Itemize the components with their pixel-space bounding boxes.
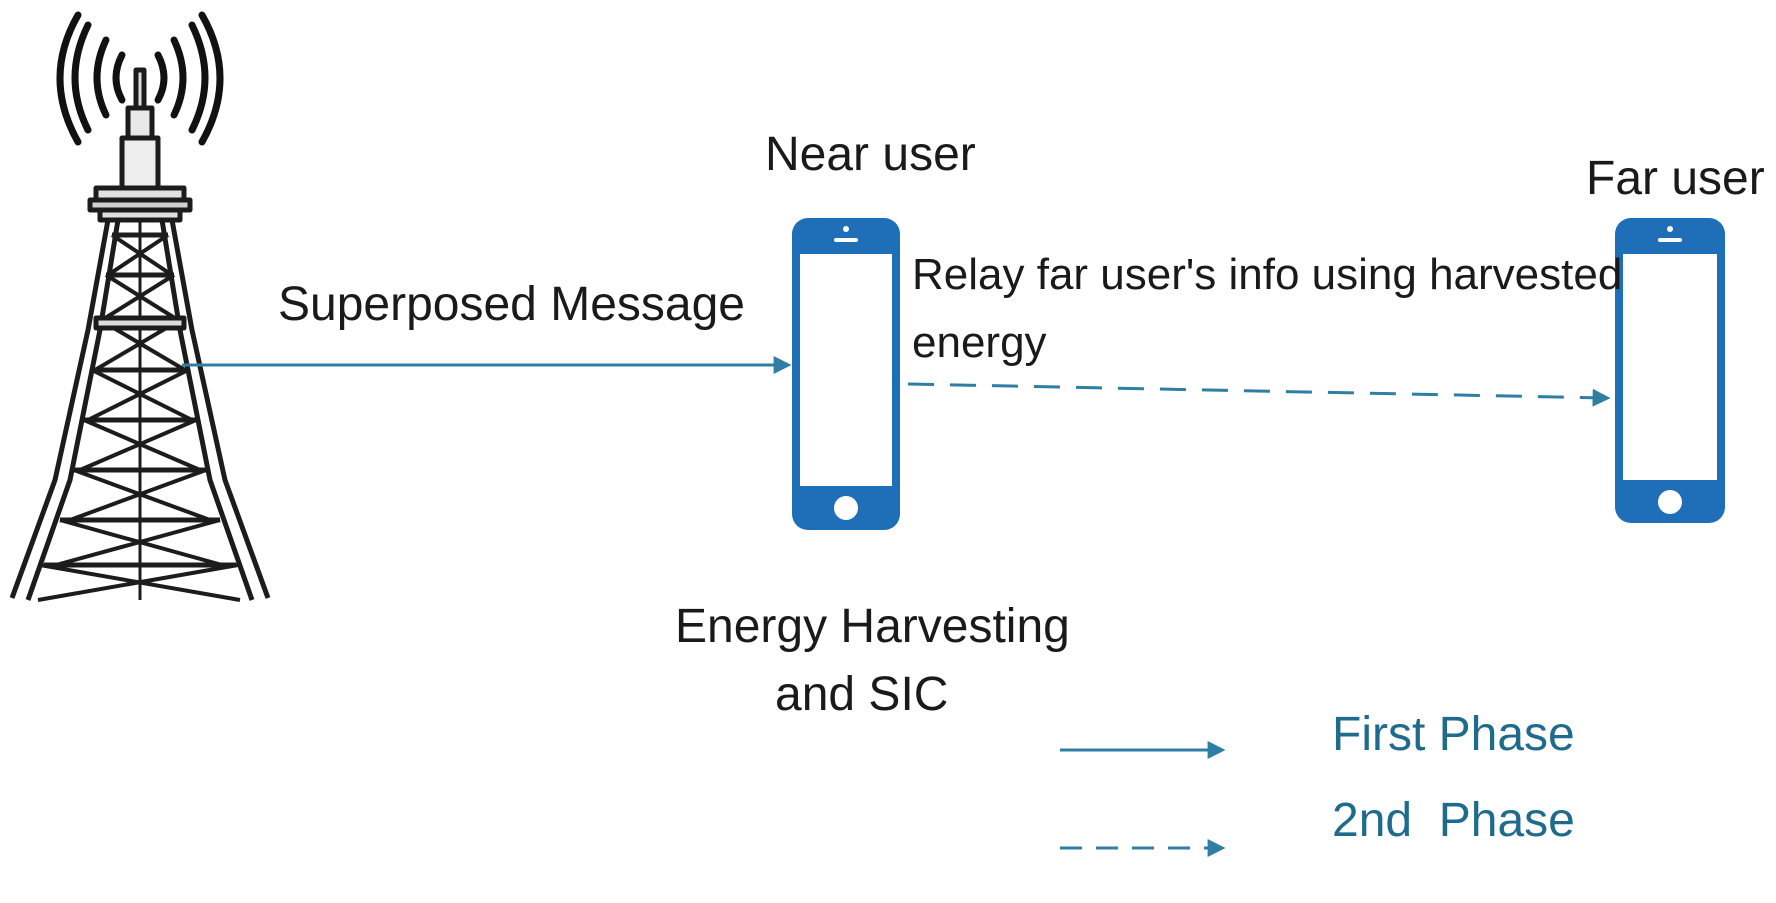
signal-waves-icon [56, 11, 224, 146]
far-user-phone-icon [1615, 218, 1725, 523]
far-user-label: Far user [1586, 152, 1765, 205]
tower-icon [9, 67, 271, 602]
second-phase-arrow [907, 382, 1611, 407]
relay-label-line2: energy [912, 318, 1047, 367]
energy-harvesting-label-line1: Energy Harvesting [675, 600, 1070, 653]
near-user-phone-icon [792, 218, 900, 530]
relay-label-line1: Relay far user's info using harvested [912, 250, 1623, 299]
energy-harvesting-label-line2: and SIC [775, 668, 949, 721]
near-user-label: Near user [765, 128, 976, 181]
legend-second-phase-label: 2nd Phase [1332, 794, 1575, 847]
legend-first-phase-label: First Phase [1332, 708, 1575, 761]
superposed-message-label: Superposed Message [278, 278, 745, 331]
